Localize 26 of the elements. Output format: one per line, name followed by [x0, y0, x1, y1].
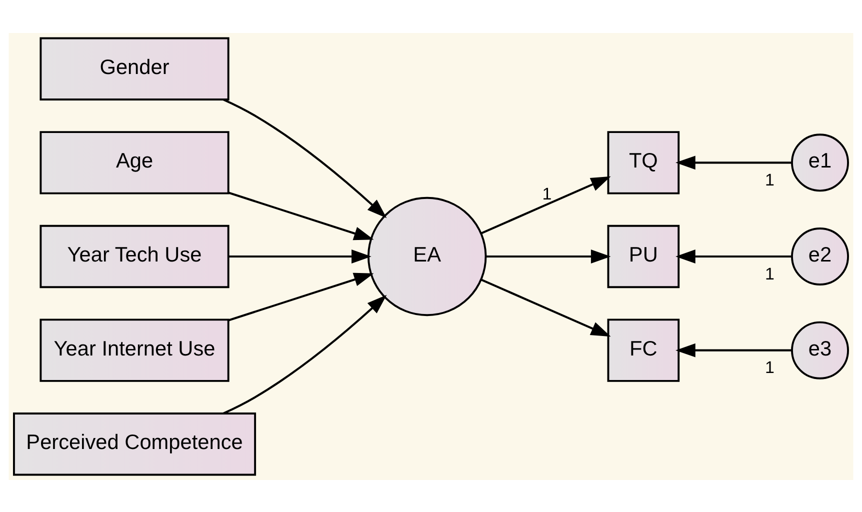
node-box: Year Internet Use — [40, 318, 230, 382]
node-circle: e1 — [791, 133, 849, 192]
node-box: Perceived Competence — [13, 412, 256, 476]
node-box: FC — [607, 318, 680, 382]
arrow — [676, 342, 792, 357]
arrow — [228, 191, 374, 240]
arrow — [676, 249, 792, 263]
arrow — [228, 249, 372, 263]
arrow — [222, 98, 387, 218]
node-circle: e3 — [791, 320, 849, 379]
arrow — [480, 176, 611, 234]
arrow — [480, 278, 611, 336]
node-box: TQ — [607, 130, 680, 194]
edge-label: 1 — [765, 170, 774, 190]
node-box: PU — [607, 224, 680, 288]
node-circle: e2 — [791, 227, 849, 285]
edge-label: 1 — [765, 358, 774, 377]
arrow — [486, 249, 611, 263]
edge-label: 1 — [765, 264, 774, 283]
edge-label: 1 — [542, 184, 552, 204]
node-box: Gender — [40, 36, 230, 100]
arrow — [222, 294, 387, 414]
arrow — [676, 155, 792, 170]
arrow — [228, 272, 374, 321]
node-box: Age — [40, 130, 230, 194]
node-box: Year Tech Use — [40, 224, 230, 288]
